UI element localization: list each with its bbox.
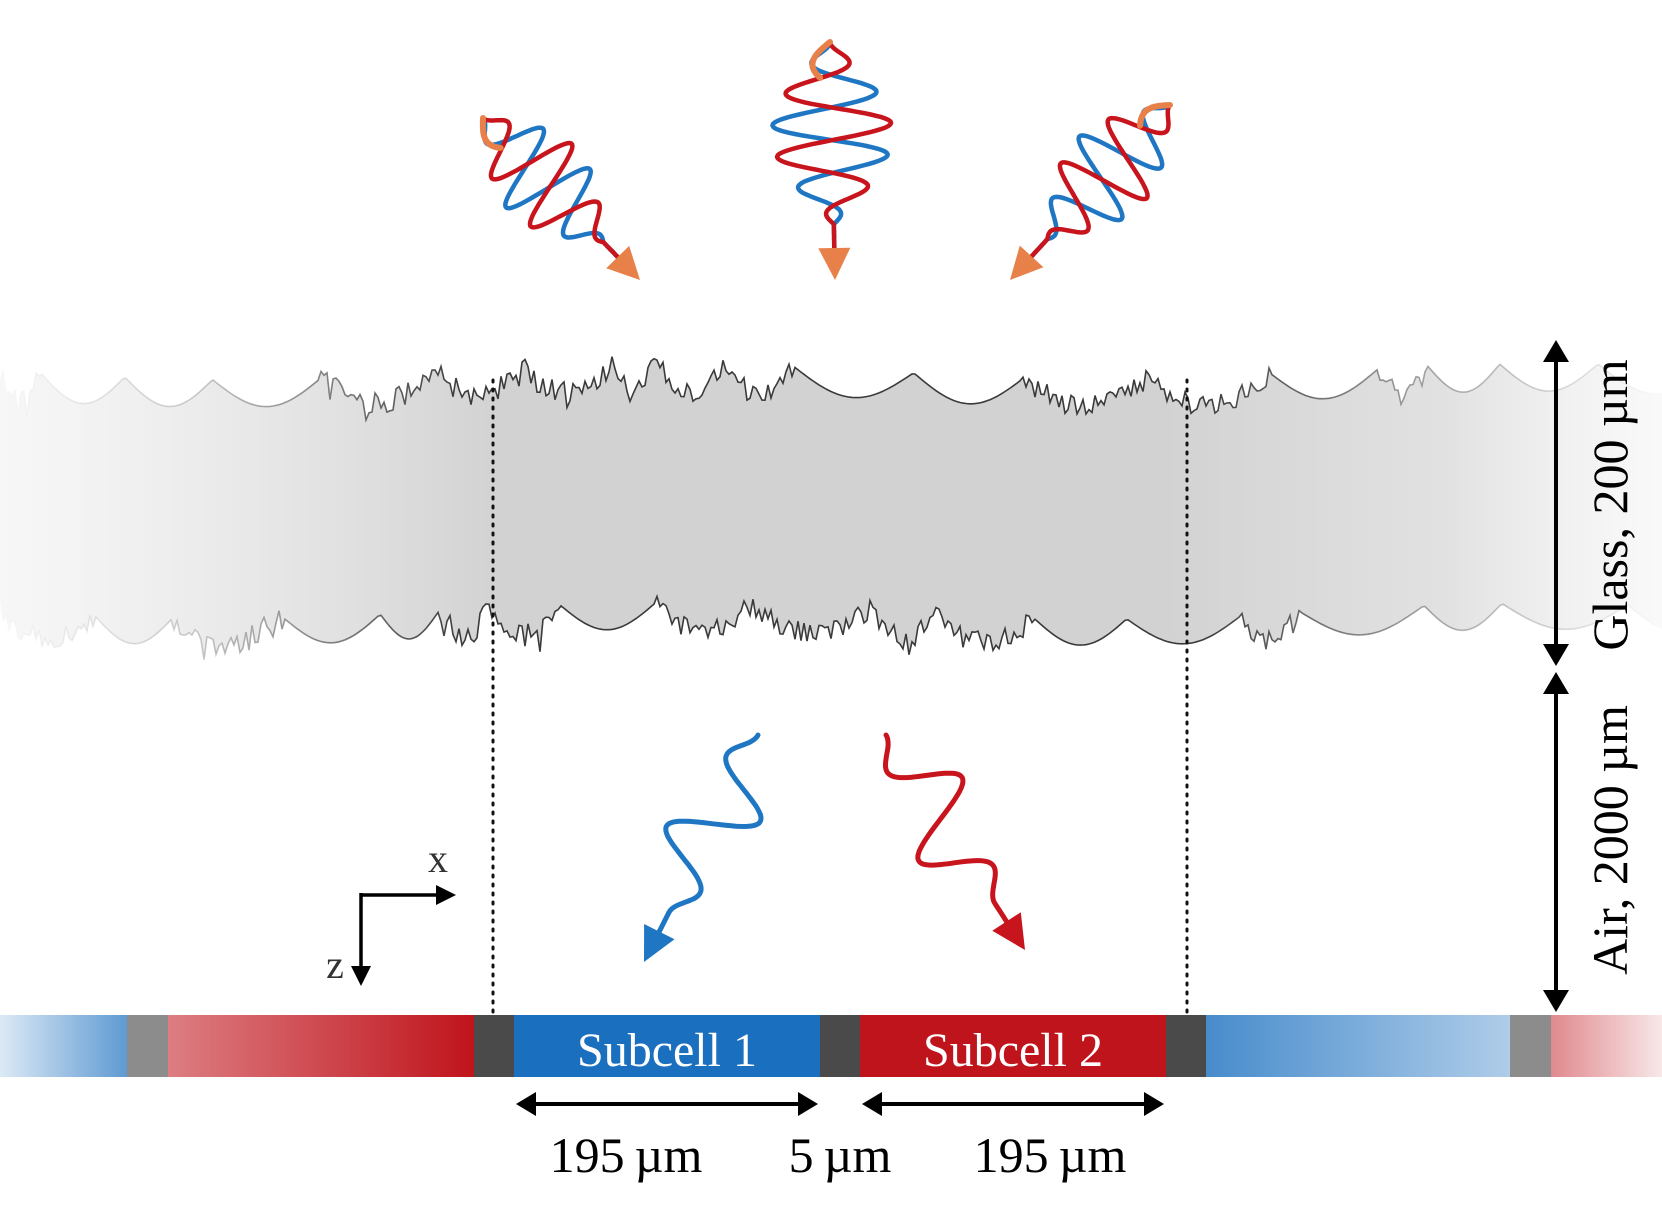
- glass-bottom-texture: [0, 594, 1662, 660]
- incident-wave-red: [1026, 102, 1173, 262]
- incident-wave-tail: [1137, 102, 1173, 129]
- incident-light-wave-icon: [1010, 102, 1173, 280]
- strip-gap-b: [820, 1015, 860, 1077]
- dimension-arrow-subcell-1: [516, 1092, 818, 1116]
- reflected-light-waves: [644, 732, 1025, 962]
- strip-blue-right: [1206, 1015, 1510, 1077]
- strip-gap-a: [474, 1015, 514, 1077]
- axis-arrow-icon: [351, 885, 456, 986]
- transmitted-wave-blue-arrowhead: [644, 924, 675, 962]
- strip-gap-left: [127, 1015, 168, 1077]
- incident-wave-arrowhead: [1010, 245, 1044, 280]
- subcell-2: [860, 1015, 1166, 1077]
- subcell-1: [514, 1015, 820, 1077]
- incident-wave-tail: [479, 115, 504, 151]
- strip-blue-left: [0, 1015, 127, 1077]
- z-axis-label: z: [326, 942, 344, 987]
- subcell-2-label: Subcell 2: [923, 1024, 1103, 1077]
- subcell-1-label: Subcell 1: [577, 1024, 757, 1077]
- air-thickness-arrow: [1543, 672, 1569, 1012]
- glass-layer: [0, 356, 1662, 660]
- glass-thickness-label: Glass, 200 µm: [1582, 359, 1638, 650]
- width-label-subcell-2: 195 µm: [974, 1127, 1127, 1183]
- glass-thickness-arrow: [1543, 340, 1569, 666]
- glass-top-texture: [0, 356, 1662, 423]
- incident-wave-red: [774, 39, 894, 254]
- transmitted-wave-red-arrowhead: [992, 912, 1025, 950]
- incident-light-wave-icon: [770, 39, 894, 280]
- strip-red-right: [1551, 1015, 1662, 1077]
- incident-light-wave-icon: [479, 115, 640, 280]
- cell-strip: [0, 1015, 1662, 1077]
- air-thickness-label: Air, 2000 µm: [1582, 705, 1638, 975]
- incident-wave-tail: [809, 39, 833, 81]
- transmitted-wave-red: [883, 732, 1014, 931]
- incident-wave-arrowhead: [818, 247, 851, 280]
- incident-wave-blue: [770, 39, 891, 254]
- reflected-light-wave-icon: [644, 732, 764, 962]
- gap-width-label: 5 µm: [789, 1127, 892, 1183]
- reflected-light-wave-icon: [883, 732, 1025, 950]
- x-axis-label: x: [428, 836, 448, 881]
- strip-red-left: [168, 1015, 474, 1077]
- dimension-arrow-subcell-2: [862, 1092, 1164, 1116]
- transmitted-wave-blue: [652, 732, 764, 942]
- strip-gap-right: [1510, 1015, 1551, 1077]
- width-label-subcell-1: 195 µm: [550, 1127, 703, 1183]
- incident-wave-red: [480, 115, 624, 263]
- incident-light-waves: [479, 39, 1173, 280]
- strip-gap-c: [1166, 1015, 1206, 1077]
- incident-wave-arrowhead: [606, 245, 640, 280]
